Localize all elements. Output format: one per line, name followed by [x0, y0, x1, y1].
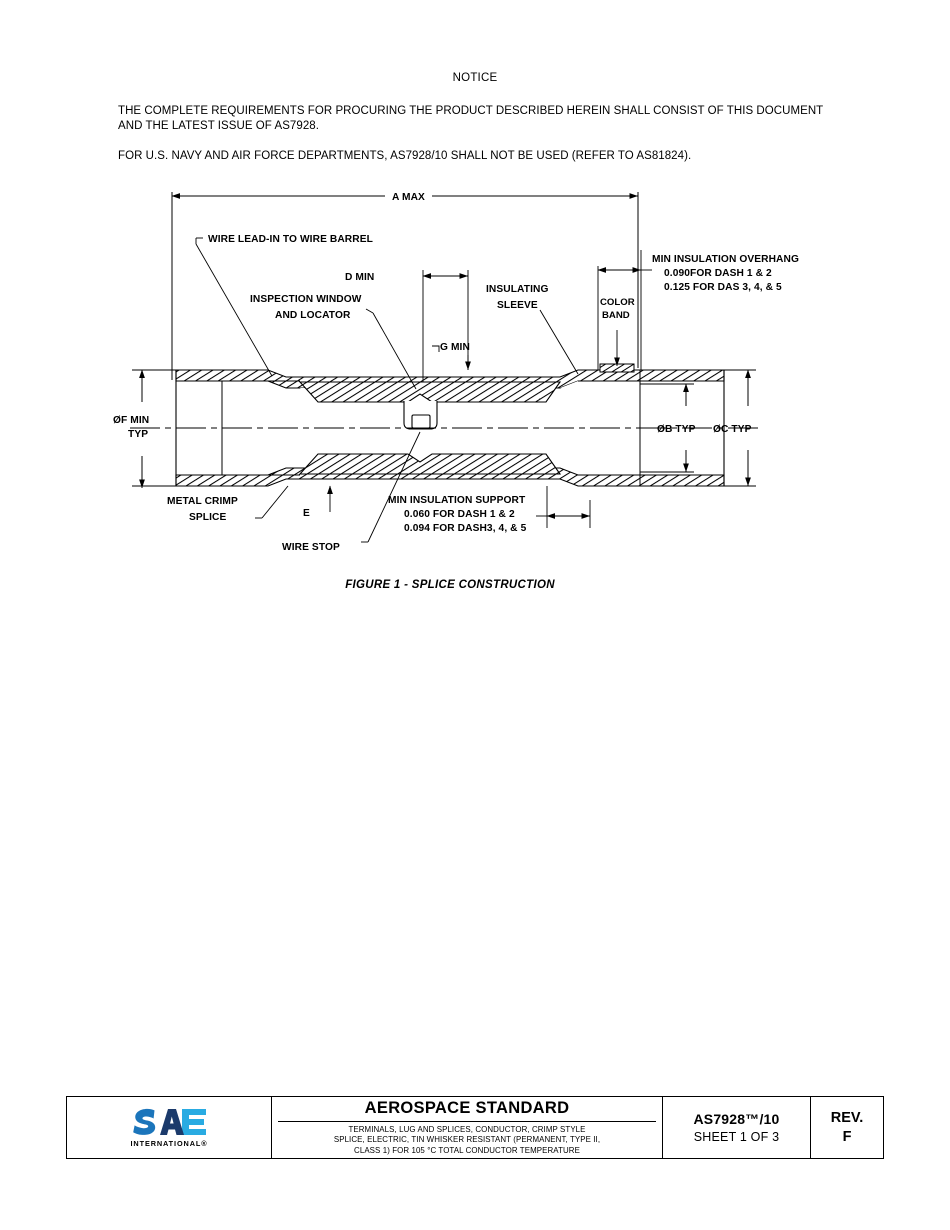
label-wire-stop: WIRE STOP — [282, 542, 340, 553]
title-block: INTERNATIONAL® AEROSPACE STANDARD TERMIN… — [66, 1096, 884, 1159]
label-support-line1: MIN INSULATION SUPPORT — [388, 495, 526, 506]
notice-heading: NOTICE — [452, 72, 498, 84]
label-overhang-line1: MIN INSULATION OVERHANG — [652, 254, 799, 265]
label-e-dimension: E — [303, 508, 310, 519]
revision-cell: REV. F — [811, 1097, 883, 1158]
standard-subtitle: TERMINALS, LUG AND SPLICES, CONDUCTOR, C… — [334, 1122, 600, 1156]
label-metal-crimp-line1: METAL CRIMP — [167, 496, 238, 507]
document-number: AS7928™/10 — [693, 1111, 780, 1127]
label-overhang-line3: 0.125 FOR DAS 3, 4, & 5 — [664, 282, 782, 293]
label-insulating-sleeve-line2: SLEEVE — [497, 300, 538, 311]
notice-paragraph-1: THE COMPLETE REQUIREMENTS FOR PROCURING … — [118, 105, 824, 132]
sae-logo-cell: INTERNATIONAL® — [67, 1097, 272, 1158]
label-f-min-line2: TYP — [128, 429, 148, 440]
standard-title: AEROSPACE STANDARD — [278, 1099, 656, 1123]
notice-paragraph-2: FOR U.S. NAVY AND AIR FORCE DEPARTMENTS,… — [118, 150, 692, 162]
label-overhang-line2: 0.090FOR DASH 1 & 2 — [664, 268, 772, 279]
label-a-max: A MAX — [392, 192, 425, 203]
subtitle-line-3: CLASS 1) FOR 105 °C TOTAL CONDUCTOR TEMP… — [354, 1145, 580, 1155]
figure-caption: FIGURE 1 - SPLICE CONSTRUCTION — [345, 579, 555, 591]
sae-letters-icon — [133, 1108, 206, 1135]
subtitle-line-2: SPLICE, ELECTRIC, TIN WHISKER RESISTANT … — [333, 1135, 601, 1145]
document-number-cell: AS7928™/10 SHEET 1 OF 3 — [663, 1097, 811, 1158]
label-support-line3: 0.094 FOR DASH3, 4, & 5 — [404, 523, 527, 534]
sae-logo: INTERNATIONAL® — [130, 1107, 208, 1148]
revision-value: F — [842, 1129, 852, 1145]
splice-construction-drawing: A MAX WIRE LEAD-IN TO WIRE BARREL D MIN … — [113, 192, 799, 553]
label-f-min-line1: ØF MIN — [113, 415, 149, 426]
figure-1-splice-construction: A MAX WIRE LEAD-IN TO WIRE BARREL D MIN … — [0, 170, 950, 610]
label-c-typ: ØC TYP — [713, 424, 752, 435]
label-wire-lead-in: WIRE LEAD-IN TO WIRE BARREL — [208, 234, 373, 245]
label-color-band-line2: BAND — [602, 310, 630, 321]
label-b-typ: ØB TYP — [657, 424, 696, 435]
label-color-band-line1: COLOR — [600, 297, 635, 308]
sae-logo-subtitle: INTERNATIONAL® — [130, 1139, 208, 1148]
label-d-min: D MIN — [345, 272, 374, 283]
label-inspection-window-line2: AND LOCATOR — [275, 310, 351, 321]
sae-logo-mark — [130, 1107, 208, 1137]
label-g-min: G MIN — [440, 342, 470, 353]
label-support-line2: 0.060 FOR DASH 1 & 2 — [404, 509, 515, 520]
standard-title-cell: AEROSPACE STANDARD TERMINALS, LUG AND SP… — [272, 1097, 663, 1158]
sheet-number: SHEET 1 OF 3 — [693, 1130, 780, 1144]
label-metal-crimp-line2: SPLICE — [189, 512, 227, 523]
label-insulating-sleeve-line1: INSULATING — [486, 284, 549, 295]
subtitle-line-1: TERMINALS, LUG AND SPLICES, CONDUCTOR, C… — [348, 1125, 586, 1135]
revision-label: REV. — [830, 1110, 864, 1126]
label-inspection-window-line1: INSPECTION WINDOW — [250, 294, 362, 305]
notice-block: NOTICE THE COMPLETE REQUIREMENTS FOR PRO… — [118, 72, 832, 164]
